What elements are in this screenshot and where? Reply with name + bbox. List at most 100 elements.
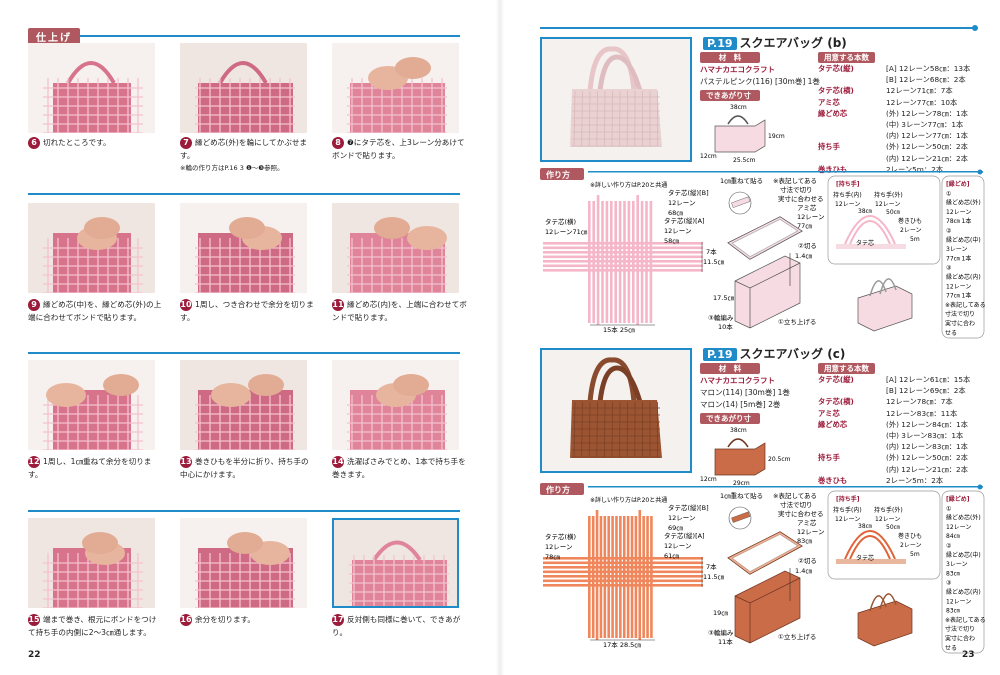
step-text: 縁どめ芯(内)を、上端に合わせてボンドで貼ります。 <box>332 300 467 322</box>
diagram-label: 11本 <box>718 637 733 646</box>
horizontal-strip <box>543 269 703 272</box>
step-photo <box>332 518 459 608</box>
diagram-label: ②切る <box>798 557 817 565</box>
part-name <box>818 441 886 452</box>
title-text: スクエアバッグ (b) <box>739 36 847 50</box>
step-photo <box>28 43 155 133</box>
diagram-label: 1.4㎝ <box>795 567 812 575</box>
vertical-strip <box>638 510 642 640</box>
required-row: (中) 3レーン83㎝：1本 <box>818 430 970 441</box>
section-tag: 仕上げ <box>28 28 80 45</box>
step-text: 端まで巻き、根元にボンドをつけて持ち手の内側に2〜3㎝通します。 <box>28 615 157 637</box>
rim-label: せる <box>945 645 957 652</box>
vertical-strip <box>595 510 599 640</box>
part-name: 縁どめ芯 <box>818 108 848 118</box>
rim-label: 実寸に合わ <box>945 635 975 643</box>
rim-label: 83㎝ <box>946 570 960 577</box>
rim-label: ① <box>946 190 951 197</box>
step-number: 10 <box>180 299 192 311</box>
diagram-label: タテ芯(縦)[A] <box>664 216 705 225</box>
part-spec: (中) 3レーン77㎝：1本 <box>886 120 964 130</box>
vertical-strip <box>588 201 591 323</box>
diagram-label: 69㎝ <box>668 524 683 532</box>
size-width: 38cm <box>730 104 747 111</box>
product-photo <box>540 37 692 162</box>
vertical-strip <box>611 516 614 638</box>
rim-label: 寸法で切り <box>945 625 975 633</box>
required-row: [B] 12レーン68㎝：2本 <box>818 74 970 85</box>
step-text: 1周し、1㎝重ねて余分を切ります。 <box>28 457 152 479</box>
vertical-strip <box>614 201 617 323</box>
required-tag: 用意する本数 <box>818 363 875 374</box>
material-item: マロン(114) [30m巻] 1巻 <box>700 388 790 397</box>
diagram-label: タテ芯(縦)[B] <box>668 188 709 197</box>
diagram-label: 持ち手(内) <box>833 191 862 199</box>
diagram-label: 巻きひも <box>898 532 922 540</box>
part-name: 持ち手 <box>818 142 840 152</box>
horizontal-strip <box>543 246 703 250</box>
size-tag: できあがり寸法 <box>700 90 760 111</box>
horizontal-strip <box>543 255 703 259</box>
part-name <box>818 130 886 141</box>
required-row: (内) 12レーン83㎝：1本 <box>818 441 970 452</box>
part-name: 巻きひも <box>818 164 848 174</box>
materials-list: ハマナカエコクラフト パステルピンク(116) [30m巻] 1巻 <box>700 64 820 88</box>
required-row: 縁どめ芯(外) 12レーン84㎝：1本 <box>818 419 970 430</box>
step-photo <box>180 43 307 133</box>
vertical-strip <box>607 516 611 638</box>
diagram-label: ①立ち上げる <box>778 317 816 326</box>
rim-label: 12レーン <box>946 524 971 531</box>
vertical-strip <box>642 516 645 638</box>
step-photo <box>332 360 459 450</box>
basket-photo-icon <box>332 360 459 450</box>
diagram-label: 61㎝ <box>664 552 679 560</box>
diagram-label: 1㎝重ねて貼る <box>720 176 763 185</box>
basket-photo-icon <box>28 43 155 133</box>
step-text: 洗濯ばさみでとめ、1本で持ち手を巻きます。 <box>332 457 466 479</box>
vertical-strip <box>630 516 634 638</box>
part-spec: (外) 12レーン78㎝：1本 <box>886 108 968 118</box>
diagram-label: 1.4㎝ <box>795 252 812 260</box>
vertical-strip <box>610 201 613 323</box>
part-spec: [B] 12レーン68㎝：2本 <box>886 75 966 85</box>
step-text: 反対側も同様に巻いて、できあがり。 <box>332 615 461 637</box>
vertical-strip <box>591 516 595 638</box>
size-base: 25.5cm <box>733 157 756 164</box>
diagram-label: 19㎝ <box>713 609 728 617</box>
diagram-label: 持ち手(内) <box>833 506 862 514</box>
step-number: 9 <box>28 299 40 311</box>
brand: ハマナカエコクラフト <box>700 376 775 385</box>
step-photo <box>28 203 155 293</box>
basket-photo-icon <box>332 203 459 293</box>
basket-photo-icon <box>180 360 307 450</box>
rim-label: せる <box>945 330 957 337</box>
diagram-label: 寸法で切り <box>780 185 813 194</box>
diagram-label: ②切る <box>798 242 817 250</box>
bag-photo-icon <box>542 39 690 160</box>
horizontal-strip <box>543 251 703 254</box>
step-photo <box>28 518 155 608</box>
diagram-label: 11.5㎝ <box>703 573 724 581</box>
vertical-strip <box>599 516 603 638</box>
basket-photo-icon <box>334 520 457 606</box>
diagram-label: 50㎝ <box>886 209 900 216</box>
diagram-label: タテ芯 <box>856 554 874 562</box>
part-name <box>818 153 886 164</box>
rim-label: 縁どめ芯(中) <box>946 236 981 244</box>
required-row: タテ芯(横)12レーン71㎝：7本 <box>818 85 970 96</box>
vertical-strip <box>645 201 648 323</box>
vertical-strip <box>618 201 622 323</box>
vertical-strip <box>632 201 635 323</box>
step-number: 12 <box>28 456 40 468</box>
diagram-label: 12レーン71㎝ <box>545 228 588 236</box>
part-name: 巻きひも <box>818 475 848 485</box>
required-row: [B] 12レーン69㎝：2本 <box>818 385 970 396</box>
vertical-strip <box>634 516 638 638</box>
step-photo <box>180 360 307 450</box>
